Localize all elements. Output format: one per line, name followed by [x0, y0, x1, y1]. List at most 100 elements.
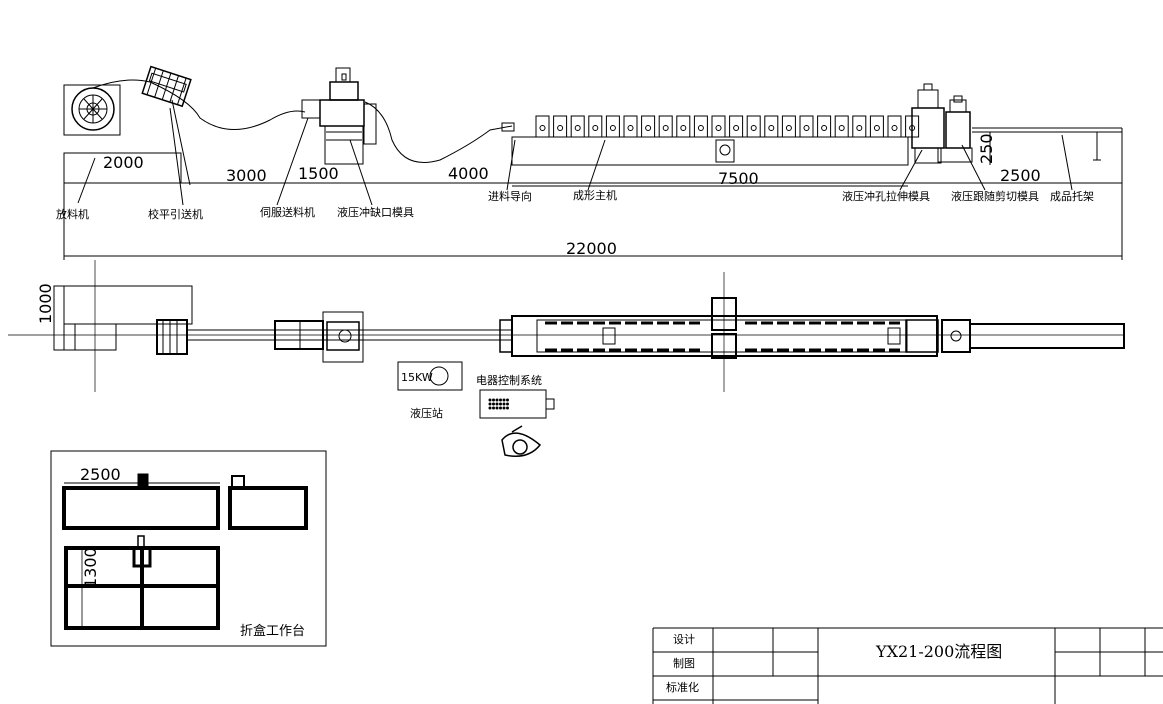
control-panel-button [502, 398, 506, 402]
forming-machine-body [511, 115, 920, 166]
roller-shaft [750, 125, 757, 131]
roller-shaft [680, 125, 687, 131]
roller-stand [711, 115, 726, 138]
control-panel-button [492, 402, 495, 406]
roller-stand [764, 115, 779, 138]
dim-1000: 1000 [36, 283, 55, 324]
roller-shaft [715, 125, 722, 131]
dim-1500: 1500 [298, 164, 339, 183]
title-block [652, 627, 1163, 704]
roller-stand [817, 115, 832, 138]
roller-stand [553, 115, 568, 138]
punch-stretch-die [911, 83, 945, 164]
control-panel-button [502, 402, 506, 406]
roller-stand [799, 115, 814, 138]
control-panel-button [495, 406, 499, 410]
roller-stand [693, 115, 708, 138]
servo-feeder-machine [301, 67, 377, 165]
roller-stand [535, 115, 550, 138]
roller-stand [869, 115, 884, 138]
roller-stand [746, 115, 761, 138]
roller-stand [781, 115, 796, 138]
title-block-design: 设计 [673, 633, 695, 646]
elevation-view [63, 65, 1123, 260]
roller-shaft [821, 125, 828, 131]
roller-shaft [838, 125, 845, 131]
roller-stand [605, 115, 620, 138]
control-panel-button [488, 398, 492, 402]
label-forming-machine: 成形主机 [573, 188, 617, 202]
roller-shaft [873, 125, 880, 131]
leveler-machine [141, 65, 192, 108]
roller-shaft [557, 125, 564, 131]
roller-shaft [645, 125, 652, 131]
strip-path [92, 79, 306, 130]
label-decoiler: 放料机 [56, 207, 89, 221]
dim-4000: 4000 [448, 164, 489, 183]
label-feed-guide: 进料导向 [488, 189, 532, 203]
title-block-drafting: 制图 [673, 657, 695, 670]
roller-shaft [662, 125, 669, 131]
control-panel-button [499, 406, 502, 410]
drawing-title: YX21-200流程图 [875, 642, 1002, 661]
label-servo-feeder: 伺服送料机 [260, 205, 315, 219]
dim-1300: 1300 [81, 547, 100, 588]
roller-stand [641, 115, 656, 138]
control-panel-button [492, 406, 495, 410]
label-product-rack: 成品托架 [1050, 189, 1094, 203]
roller-shaft [856, 125, 863, 131]
roller-stand [852, 115, 867, 138]
roller-shaft [627, 125, 634, 131]
dim-7500: 7500 [718, 169, 759, 188]
roller-stand [570, 115, 585, 138]
dim-22000: 22000 [566, 239, 617, 258]
label-notch-die: 液压冲缺口模具 [337, 205, 414, 219]
control-panel-button [492, 398, 495, 402]
strip-loop-2 [364, 101, 513, 163]
roller-stand [588, 115, 603, 138]
roller-shaft [539, 125, 546, 131]
control-panel-button [499, 398, 502, 402]
inset-title: 折盒工作台 [240, 623, 305, 639]
roller-stand [887, 115, 902, 138]
roller-stand [676, 115, 691, 138]
label-follow-cut-die: 液压跟随剪切模具 [951, 189, 1039, 203]
roller-stand [834, 115, 849, 138]
label-leveler: 校平引送机 [148, 207, 203, 221]
control-panel-button [506, 406, 509, 410]
dim-2000: 2000 [103, 153, 144, 172]
control-panel-button [495, 398, 499, 402]
roller-shaft [592, 125, 599, 131]
control-panel-button [488, 402, 492, 406]
folding-table-inset [50, 450, 327, 647]
label-hydraulic-station: 液压站 [410, 406, 443, 420]
roller-stand [729, 115, 744, 138]
title-block-standardization: 标准化 [666, 680, 699, 694]
roller-shaft [733, 125, 740, 131]
roller-shaft [803, 125, 810, 131]
hydraulic-power-rating: 15KW [401, 371, 433, 384]
roller-shaft [768, 125, 775, 131]
dim-2500-box: 2500 [80, 465, 121, 484]
roller-shaft [785, 125, 792, 131]
roller-stand [623, 115, 638, 138]
control-panel-button [495, 402, 499, 406]
dim-2500-top: 2500 [1000, 166, 1041, 185]
control-panel-button [502, 406, 506, 410]
roller-shaft [697, 125, 704, 131]
label-electrical-control: 电器控制系统 [476, 373, 542, 387]
product-rack [972, 127, 1123, 183]
dim-3000: 3000 [226, 166, 267, 185]
control-panel-button [506, 402, 509, 406]
control-panel-button [506, 398, 509, 402]
roller-shaft [609, 125, 616, 131]
dim-250: 250 [977, 133, 996, 164]
control-panel-button [488, 406, 492, 410]
plan-view [8, 260, 1125, 457]
follow-cut-die [937, 95, 973, 163]
roller-shaft [574, 125, 581, 131]
label-punch-stretch-die: 液压冲孔拉伸模具 [842, 189, 930, 203]
roller-stand [658, 115, 673, 138]
control-panel-button [499, 402, 502, 406]
